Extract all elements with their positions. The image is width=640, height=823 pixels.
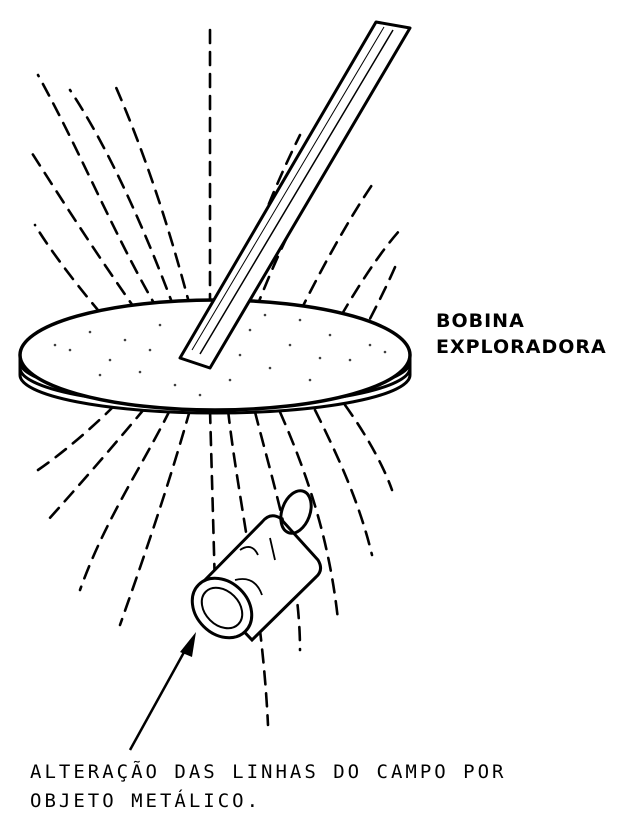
handle [178, 20, 412, 370]
caption: ALTERAÇÃO DAS LINHAS DO CAMPO POR OBJETO… [30, 758, 507, 816]
coil-label: BOBINA EXPLORADORA [436, 308, 607, 360]
field-line [28, 148, 152, 332]
field-line [68, 88, 184, 332]
caption-line2: OBJETO METÁLICO. [30, 790, 262, 812]
field-line [46, 406, 147, 522]
field-line [313, 408, 374, 557]
field-line [36, 73, 172, 332]
field-line [343, 403, 394, 492]
field-line [113, 83, 198, 332]
field-line [36, 403, 117, 472]
field-line [33, 223, 117, 332]
coil-texture [53, 313, 387, 397]
field-line [278, 410, 340, 622]
coil-label-line1: BOBINA [436, 310, 525, 332]
metal-object [190, 489, 323, 643]
lower-field-lines [36, 403, 394, 727]
field-line [328, 228, 402, 337]
field-line [118, 408, 192, 627]
pointer-arrow [128, 632, 196, 751]
field-line [78, 408, 172, 592]
field-line [208, 408, 217, 592]
coil-label-line2: EXPLORADORA [436, 336, 607, 358]
caption-line1: ALTERAÇÃO DAS LINHAS DO CAMPO POR [30, 761, 507, 783]
